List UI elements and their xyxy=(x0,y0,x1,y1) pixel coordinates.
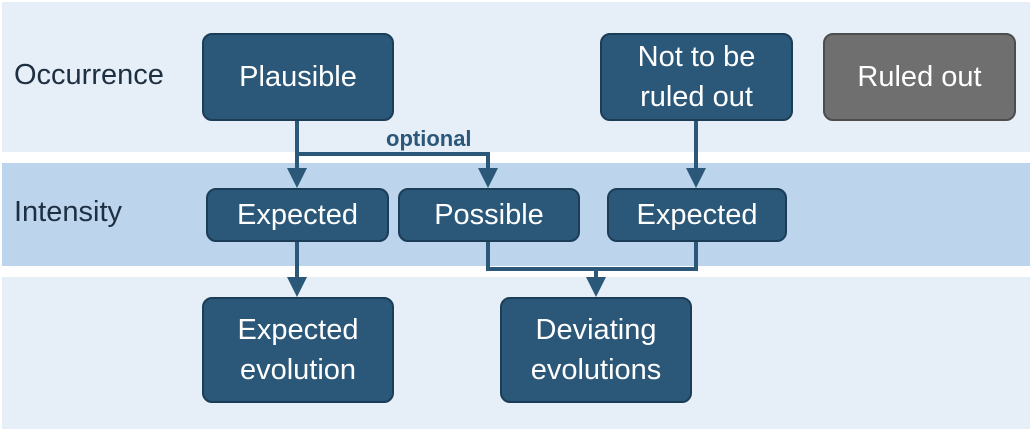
possible-intensity-node: Possible xyxy=(398,188,580,242)
edge-possible-to-deviating xyxy=(486,242,698,271)
optional-edge-label: optional xyxy=(386,126,472,151)
occurrence-row-label: Occurrence xyxy=(14,59,164,91)
deviating-evolutions-node: Deviating evolutions xyxy=(500,297,692,403)
plausible-node: Plausible xyxy=(202,33,394,121)
expected-intensity-left-node: Expected xyxy=(206,188,389,242)
expected-evolution-node: Expected evolution xyxy=(202,297,394,403)
ruled-out-node: Ruled out xyxy=(823,33,1016,121)
expected-intensity-right-node: Expected xyxy=(607,188,787,242)
not-ruled-out-node: Not to be ruled out xyxy=(600,33,793,121)
edge-plausible-to-possible-optional xyxy=(297,152,498,188)
intensity-row-label: Intensity xyxy=(14,196,122,228)
